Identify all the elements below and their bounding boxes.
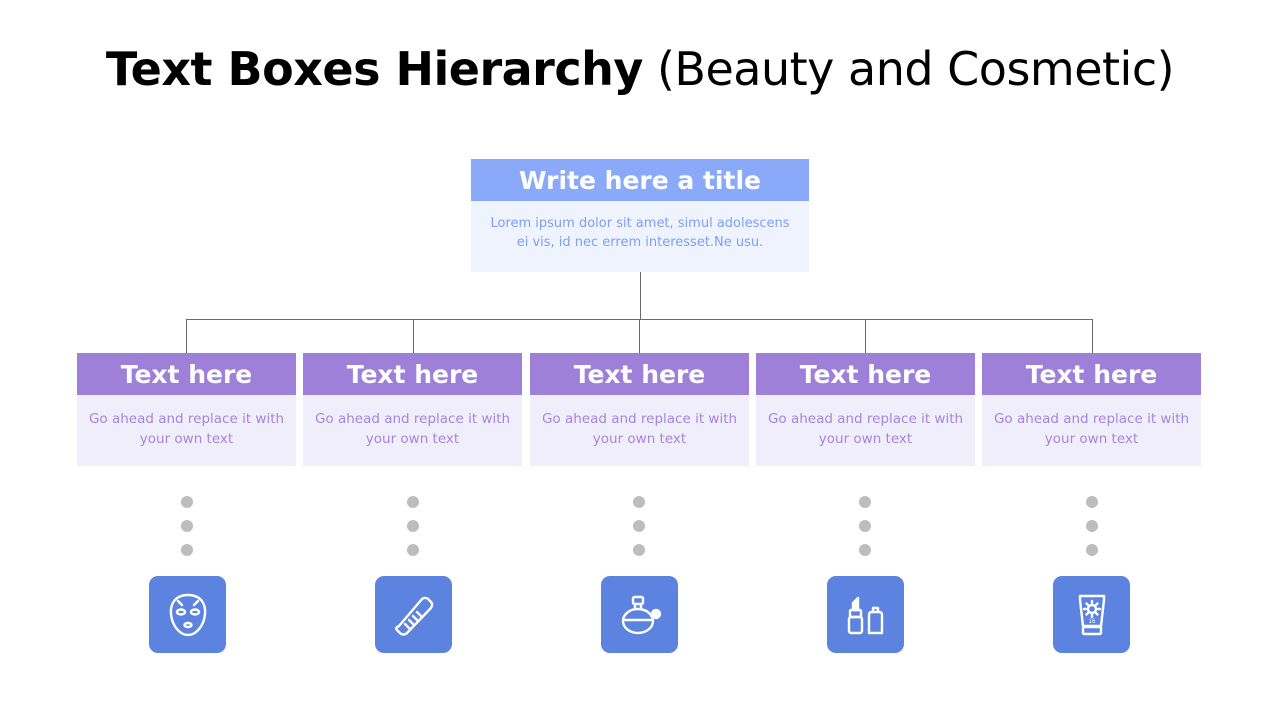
sunscreen-label: 16	[1088, 619, 1095, 625]
child-body: Go ahead and replace it with your own te…	[88, 411, 285, 447]
dot	[181, 544, 193, 556]
face-mask-icon	[169, 593, 206, 636]
icon-tile	[601, 576, 678, 653]
title-bold: Text Boxes Hierarchy	[105, 42, 643, 96]
connector-drop	[186, 319, 187, 353]
hair-straightener-icon	[394, 596, 433, 636]
dot	[633, 544, 645, 556]
dot	[1086, 496, 1098, 508]
icon-tile: 16	[1053, 576, 1130, 653]
perfume-bottle-icon	[621, 595, 661, 634]
root-title: Write here a title	[471, 159, 809, 201]
dot	[859, 520, 871, 532]
dot	[407, 496, 419, 508]
connector-drop	[639, 319, 640, 353]
dot	[1086, 544, 1098, 556]
dot	[181, 520, 193, 532]
child-box: Text here Go ahead and replace it with y…	[77, 353, 296, 466]
dot	[859, 544, 871, 556]
lipstick-icon	[847, 596, 883, 634]
sunscreen-icon: 16	[1078, 594, 1105, 635]
dot	[859, 496, 871, 508]
icon-tile	[149, 576, 226, 653]
child-title: Text here	[77, 353, 296, 395]
child-body: Go ahead and replace it with your own te…	[993, 411, 1190, 447]
connector-root-stem	[640, 272, 641, 320]
connector-drop	[865, 319, 866, 353]
dot	[407, 544, 419, 556]
dot	[1086, 520, 1098, 532]
title-normal: (Beauty and Cosmetic)	[656, 42, 1175, 96]
child-title: Text here	[530, 353, 749, 395]
dot	[633, 496, 645, 508]
child-body: Go ahead and replace it with your own te…	[541, 411, 738, 447]
child-body: Go ahead and replace it with your own te…	[314, 411, 511, 447]
child-title: Text here	[303, 353, 522, 395]
root-body: Lorem ipsum dolor sit amet, simul adoles…	[490, 216, 790, 250]
slide-title: Text Boxes Hierarchy (Beauty and Cosmeti…	[0, 42, 1280, 96]
icon-tile	[375, 576, 452, 653]
child-box: Text here Go ahead and replace it with y…	[530, 353, 749, 466]
child-title: Text here	[982, 353, 1201, 395]
root-box: Write here a title Lorem ipsum dolor sit…	[471, 159, 809, 272]
connector-drop	[413, 319, 414, 353]
child-body: Go ahead and replace it with your own te…	[767, 411, 964, 447]
child-box: Text here Go ahead and replace it with y…	[303, 353, 522, 466]
dot	[407, 520, 419, 532]
child-title: Text here	[756, 353, 975, 395]
icon-tile	[827, 576, 904, 653]
child-box: Text here Go ahead and replace it with y…	[756, 353, 975, 466]
dot	[181, 496, 193, 508]
dot	[633, 520, 645, 532]
child-box: Text here Go ahead and replace it with y…	[982, 353, 1201, 466]
connector-drop	[1092, 319, 1093, 353]
